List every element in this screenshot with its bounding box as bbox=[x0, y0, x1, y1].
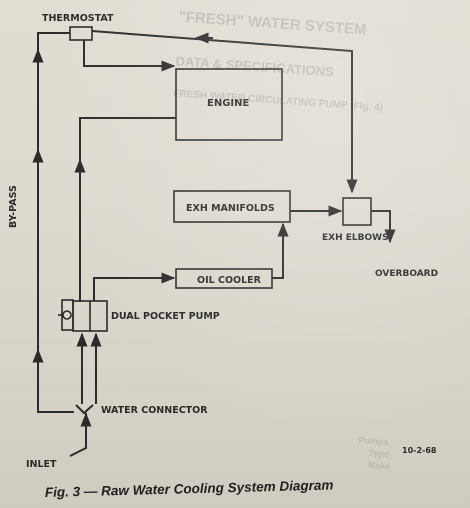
bleed-line-4: Pumps bbox=[358, 435, 389, 447]
water-connector-icon bbox=[75, 404, 94, 440]
oil-cooler-label: OIL COOLER bbox=[197, 275, 262, 286]
bleed-line-5: Type bbox=[368, 448, 389, 459]
dual-pocket-pump-label: DUAL POCKET PUMP bbox=[111, 311, 220, 322]
exh-elbows-label: EXH ELBOWS bbox=[322, 233, 389, 243]
exh-elbows-box bbox=[342, 197, 372, 226]
dual-pocket-pump-icon bbox=[58, 299, 108, 332]
thermostat-box bbox=[69, 26, 93, 41]
inlet-label: INLET bbox=[26, 459, 57, 470]
exh-manifolds-box bbox=[173, 190, 291, 223]
water-connector-label: WATER CONNECTOR bbox=[101, 405, 208, 416]
overboard-label: OVERBOARD bbox=[375, 269, 438, 279]
figure-caption: Fig. 3 — Raw Water Cooling System Diagra… bbox=[45, 477, 334, 500]
engine-label: ENGINE bbox=[207, 98, 249, 109]
thermostat-label: THERMOSTAT bbox=[42, 13, 114, 24]
bleed-line-6: Make bbox=[368, 460, 391, 472]
date-code: 10-2-68 bbox=[402, 446, 437, 455]
exh-manifolds-label: EXH MANIFOLDS bbox=[186, 203, 275, 214]
pipe-network bbox=[32, 30, 396, 457]
bleed-line-1: "FRESH" WATER SYSTEM bbox=[178, 8, 367, 38]
bleed-line-2: DATA & SPECIFICATIONS bbox=[175, 53, 334, 79]
engine-box bbox=[175, 68, 283, 141]
by-pass-label: BY-PASS bbox=[8, 185, 19, 228]
